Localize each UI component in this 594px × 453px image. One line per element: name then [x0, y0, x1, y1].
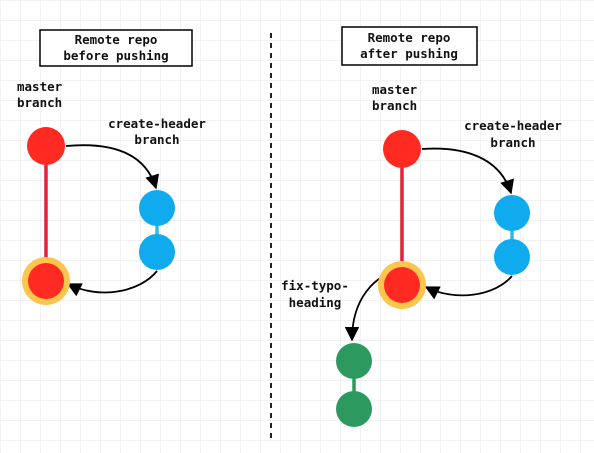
left-master-commit-1	[27, 127, 65, 165]
right-title-box	[341, 26, 478, 66]
right-feature-commit-1	[494, 195, 530, 231]
left-merge-arrow	[66, 270, 158, 297]
left-master-commit-2	[28, 263, 64, 299]
right-master-commit-1	[383, 130, 421, 168]
left-panel: Remote repo before pushing master branch…	[17, 29, 206, 305]
left-title-line2: before pushing	[63, 48, 168, 63]
right-master-commit-2	[384, 267, 420, 303]
right-title-line2: after pushing	[360, 46, 458, 61]
right-feature-label-line2: branch	[490, 135, 535, 150]
left-feature-commit-2	[139, 234, 175, 270]
left-title-box	[39, 29, 193, 67]
right-master-label-line2: branch	[372, 98, 417, 113]
right-master-label-line1: master	[372, 82, 418, 97]
left-title-line1: Remote repo	[75, 32, 158, 47]
right-fix-label-line1: fix-typo-	[281, 278, 349, 293]
left-master-label-line1: master	[17, 79, 63, 94]
left-feature-label-line2: branch	[134, 132, 179, 147]
left-feature-commit-1	[139, 190, 175, 226]
right-panel: Remote repo after pushing master branch …	[281, 26, 562, 427]
right-feature-commit-2	[494, 239, 530, 275]
right-fix-label-line2: heading	[289, 295, 342, 310]
right-feature-label-line1: create-header	[464, 118, 562, 133]
left-master-label-line2: branch	[17, 95, 62, 110]
left-branch-arrow	[65, 144, 160, 190]
right-fix-commit-2	[336, 391, 372, 427]
right-fix-commit-1	[336, 343, 372, 379]
left-feature-label-line1: create-header	[108, 116, 206, 131]
right-merge-arrow	[424, 275, 513, 300]
right-title-line1: Remote repo	[368, 30, 451, 45]
right-branch-arrow	[421, 147, 514, 195]
